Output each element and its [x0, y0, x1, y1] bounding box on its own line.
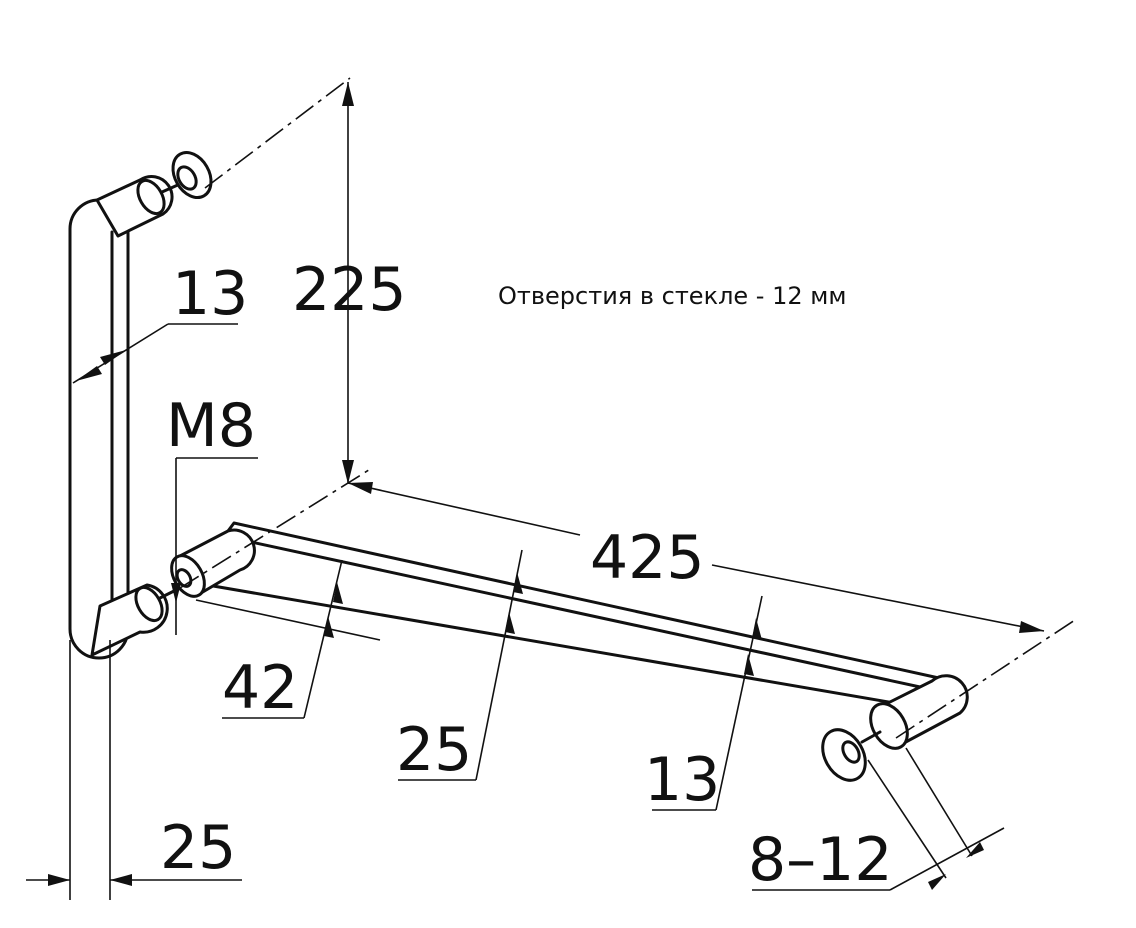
dimension-25-tube: 25 [396, 549, 523, 785]
vertical-handle [68, 151, 213, 660]
dimension-425: 425 [347, 482, 1045, 633]
dimension-8-12: 8–12 [748, 747, 1005, 895]
dimension-225-label: 225 [292, 255, 407, 325]
dimension-25-base-label: 25 [160, 813, 236, 883]
dimension-42-leader [303, 559, 343, 719]
vertical-top-arm-end [136, 178, 166, 216]
dimension-8-12-extension-2 [905, 747, 973, 857]
right-knob-face [841, 740, 861, 764]
glass-hole-note: Отверстия в стекле - 12 мм [498, 282, 847, 310]
dimension-225: 225 [292, 82, 407, 484]
horizontal-bar-inner-edge [240, 538, 936, 692]
dimension-42: 42 [195, 559, 381, 723]
dimension-13-upper-label: 13 [172, 259, 248, 329]
horizontal-bar-tube [188, 521, 950, 712]
dimension-8-12-line [889, 827, 1005, 891]
axis-lines [179, 77, 1076, 739]
thread-m8: M8 [166, 391, 258, 635]
vertical-grip-tube [68, 198, 130, 660]
left-standoff-bore [175, 568, 193, 588]
right-bolt [860, 730, 882, 744]
top-axis-line [204, 77, 351, 189]
dimension-25-base: 25 [26, 640, 242, 900]
dimension-42-extension [195, 599, 381, 641]
dimension-42-label: 42 [222, 653, 298, 723]
dimension-425-label: 425 [590, 523, 705, 593]
dimension-25-tube-label: 25 [396, 715, 472, 785]
dimension-8-12-label: 8–12 [748, 825, 893, 895]
right-axis-line [895, 619, 1076, 739]
thread-m8-label: M8 [166, 391, 256, 461]
dimension-8-12-extension-1 [867, 759, 947, 879]
dimension-425-line-left [347, 482, 581, 536]
vertical-bottom-arm-end [134, 585, 164, 623]
dimension-425-line-right [711, 564, 1045, 632]
dimension-13-lower-label: 13 [644, 745, 720, 815]
dimension-13-upper: 13 [72, 259, 248, 384]
horizontal-bar [170, 521, 969, 782]
vertical-top-knob-face [176, 165, 198, 191]
dimension-13-lower: 13 [644, 595, 763, 815]
